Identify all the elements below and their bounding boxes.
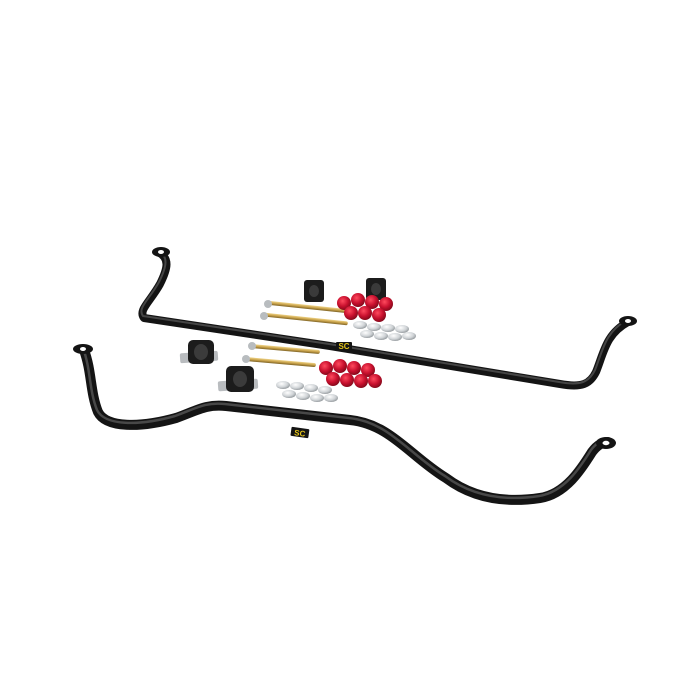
bushing-brackets-lower bbox=[179, 340, 259, 392]
red-bushings-lower bbox=[319, 359, 382, 388]
washers-upper bbox=[353, 321, 416, 341]
upper-sway-bar: SC bbox=[138, 247, 637, 390]
end-link-bolts-upper bbox=[260, 300, 348, 326]
lower-sway-bar: SC bbox=[73, 344, 616, 505]
logo-text: SC bbox=[338, 342, 349, 351]
logo-text: SC bbox=[294, 428, 306, 438]
lower-bar-logo: SC bbox=[290, 426, 310, 439]
red-bushings-upper bbox=[337, 293, 393, 322]
washers-lower bbox=[276, 381, 338, 402]
upper-bar-logo: SC bbox=[336, 342, 352, 351]
end-link-bolts-lower bbox=[242, 342, 320, 367]
bar-bushings-upper bbox=[304, 278, 386, 302]
